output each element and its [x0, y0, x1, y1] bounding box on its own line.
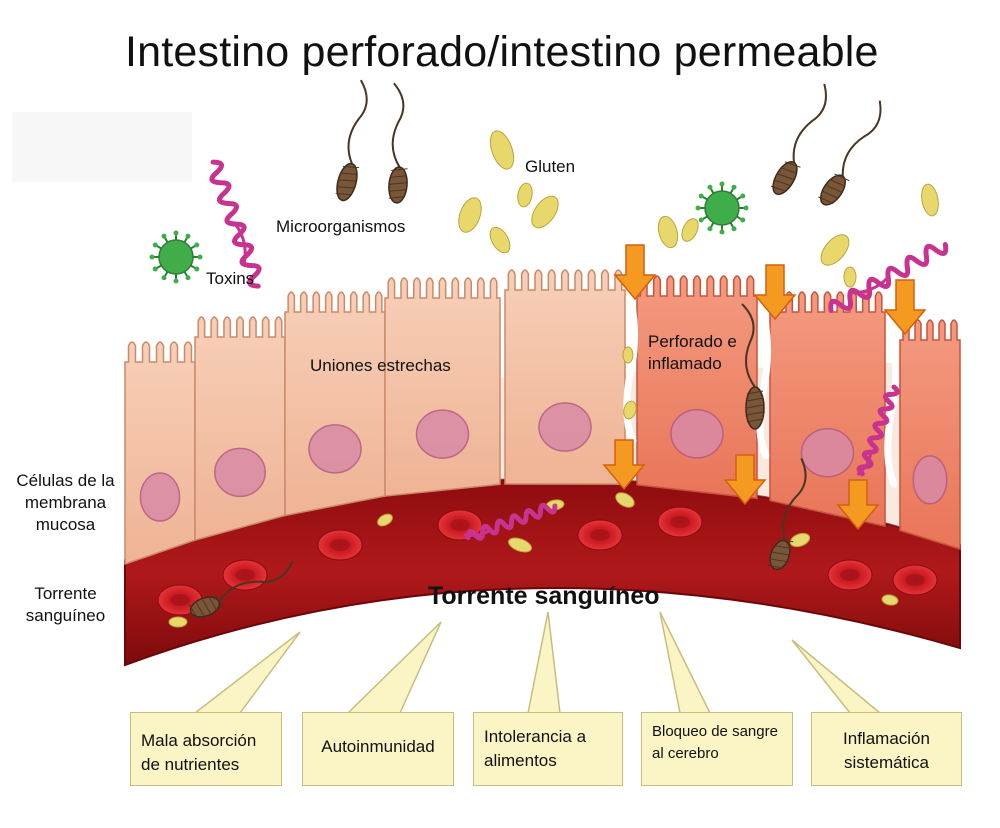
effect-box-food-intolerance: Intolerancia a alimentos — [473, 712, 623, 786]
epithelial-cell — [900, 320, 960, 549]
epithelial-cell — [505, 270, 625, 484]
effect-box-autoimmunity: Autoinmunidad — [302, 712, 454, 786]
red-blood-cell — [578, 520, 622, 550]
cell-nucleus — [539, 403, 591, 451]
gluten-particle — [169, 617, 187, 627]
microorganisms-label: Microorganismos — [276, 216, 405, 238]
gluten-particle — [844, 267, 856, 287]
bloodstream-side-label: Torrente sanguíneo — [3, 583, 128, 627]
gluten-particle — [679, 216, 702, 244]
effect-box-brain-blockage: Bloqueo de sangre al cerebro — [641, 712, 793, 786]
callout-pointers — [195, 612, 880, 713]
mucosa-cells-label: Células de la membrana mucosa — [3, 470, 128, 536]
bacterium — [383, 83, 415, 203]
page-title: Intestino perforado/intestino permeable — [125, 28, 879, 77]
cell-nucleus — [140, 473, 179, 521]
epithelial-cell — [125, 342, 195, 564]
pointer-brain — [660, 612, 710, 713]
gluten-label: Gluten — [525, 156, 575, 178]
cell-nucleus — [913, 456, 947, 504]
epithelial-cell — [285, 292, 385, 515]
gluten-particle — [486, 128, 518, 172]
toxins-label: Toxins — [206, 268, 254, 290]
gluten-particle — [655, 214, 681, 250]
epithelial-cell — [385, 278, 500, 496]
epithelial-cell — [195, 317, 285, 540]
tight-junctions-label: Uniones estrechas — [310, 355, 451, 377]
red-blood-cell — [223, 560, 267, 590]
red-blood-cell — [893, 565, 937, 595]
virus — [696, 182, 749, 235]
cell-nucleus — [671, 410, 723, 458]
cell-nucleus — [417, 410, 469, 458]
pointer-intolerance — [528, 612, 560, 713]
perforated-label: Perforado e inflamado — [648, 331, 737, 375]
gluten-particle — [454, 195, 485, 236]
pointer-inflammation — [792, 640, 880, 713]
bacterium — [330, 80, 383, 203]
bacterium — [813, 101, 898, 209]
cell-nucleus — [802, 429, 854, 477]
effect-box-malabsorption: Mala absorción de nutrientes — [130, 712, 282, 786]
faded-watermark — [12, 112, 192, 182]
pointer-autoimmunity — [348, 622, 441, 713]
gluten-particle — [516, 182, 534, 208]
virus — [150, 231, 203, 284]
red-blood-cell — [318, 530, 362, 560]
bloodstream-title: Torrente sanguíneo — [428, 582, 660, 611]
red-blood-cell — [658, 507, 702, 537]
pointer-malabsorption — [195, 632, 300, 713]
cell-nucleus — [215, 448, 265, 496]
gluten-particle — [919, 183, 940, 217]
cell-nucleus — [309, 425, 361, 473]
gluten-particle — [623, 347, 633, 363]
gluten-particle — [816, 230, 854, 270]
red-blood-cell — [828, 560, 872, 590]
effect-box-systemic-inflammation: Inflamación sistemática — [811, 712, 962, 786]
gluten-particle — [486, 224, 514, 256]
